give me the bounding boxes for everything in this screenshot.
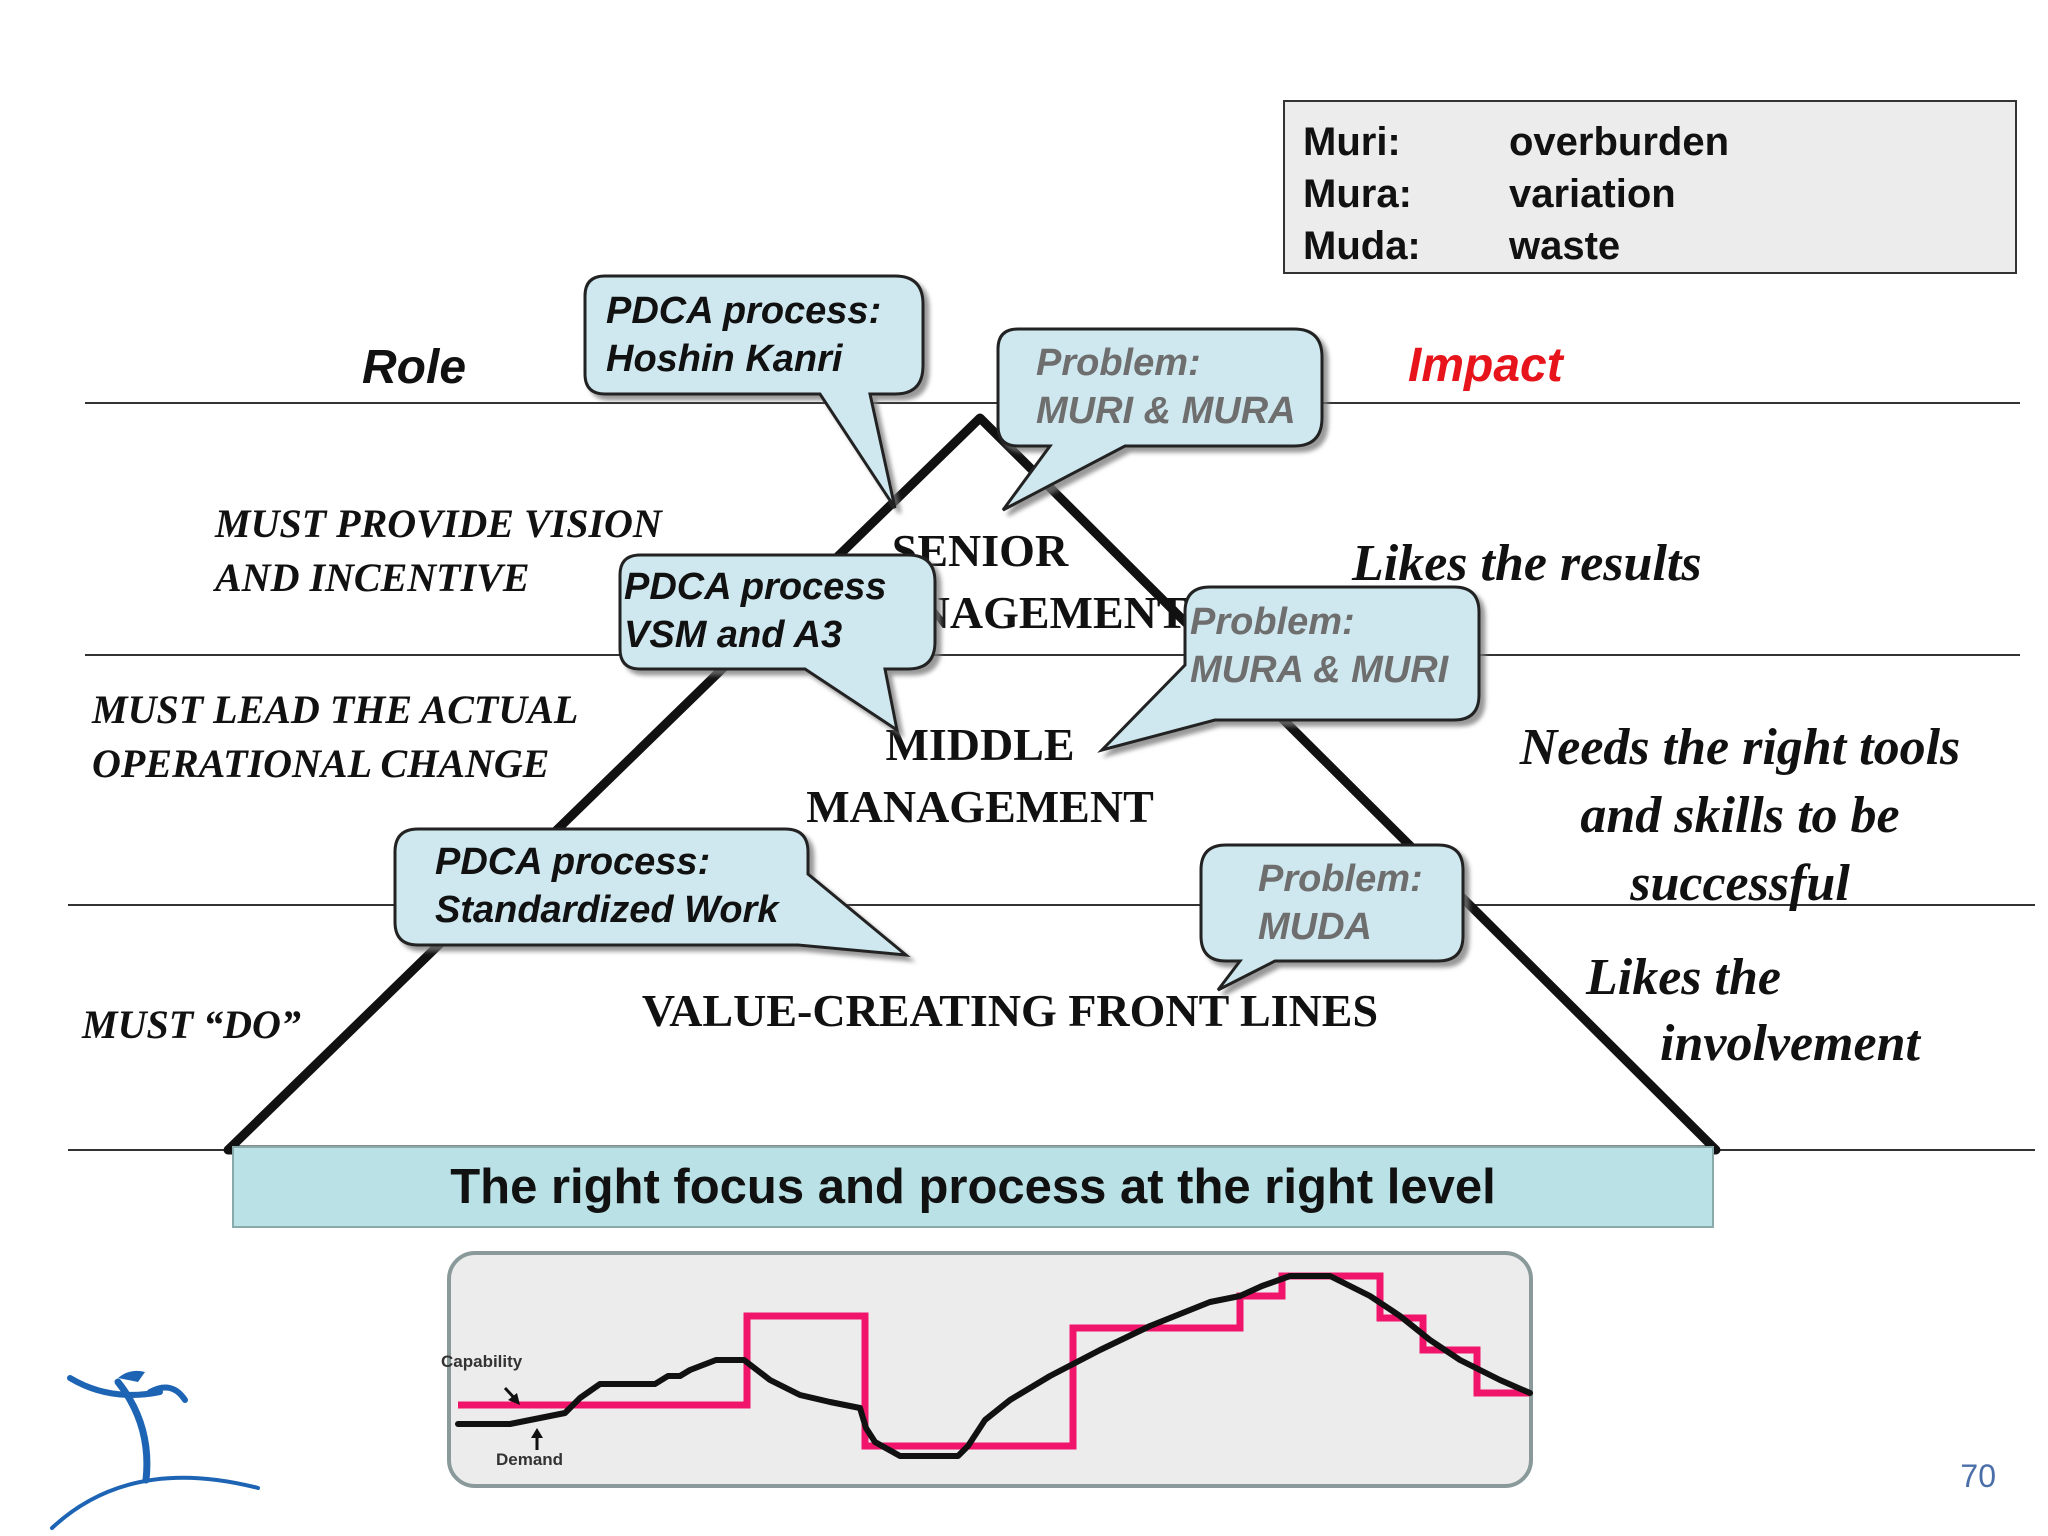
impact-header: Impact	[1408, 339, 1563, 392]
capability-label: Capability	[441, 1352, 523, 1371]
callout-line: VSM and A3	[624, 614, 843, 656]
callout-line: Standardized Work	[435, 889, 779, 931]
callout-pdca-std-text: PDCA process: Standardized Work	[435, 838, 778, 934]
callout-line: MURA & MURI	[1190, 649, 1449, 691]
legend-box: Muri: overburden Mura: variation Muda: w…	[1283, 100, 2017, 274]
legend-definition: variation	[1509, 172, 1676, 216]
role-middle-line: MUST LEAD THE ACTUAL	[92, 687, 579, 732]
legend-definition: waste	[1509, 224, 1621, 268]
demand-arrowhead	[531, 1428, 543, 1438]
legend-definition: overburden	[1509, 120, 1730, 164]
role-header: Role	[362, 341, 467, 394]
level-front: VALUE-CREATING FRONT LINES	[641, 985, 1379, 1036]
callout-problem-front-text: Problem: MUDA	[1258, 855, 1423, 951]
role-senior: MUST PROVIDE VISION AND INCENTIVE	[215, 497, 662, 605]
legend-term: Mura:	[1303, 172, 1412, 216]
impact-middle-line: successful	[1630, 855, 1850, 912]
role-senior-line: AND INCENTIVE	[215, 555, 530, 600]
role-middle-line: OPERATIONAL CHANGE	[92, 741, 550, 786]
callout-line: MUDA	[1258, 906, 1372, 948]
callout-line: Problem:	[1258, 858, 1423, 900]
callout-line: Problem:	[1036, 342, 1201, 384]
callout-pdca-vsm-text: PDCA process VSM and A3	[624, 563, 887, 659]
capability-arrowhead	[508, 1393, 520, 1405]
callout-problem-middle	[1097, 585, 1481, 753]
impact-middle-line: and skills to be	[1580, 787, 1900, 844]
impact-front-line1: Likes the	[1586, 949, 1781, 1006]
demand-line	[455, 1273, 1533, 1459]
page-number: 70	[1960, 1458, 1996, 1494]
callout-pdca-hoshin-text: PDCA process: Hoshin Kanri	[606, 287, 881, 383]
legend-term: Muda:	[1303, 224, 1421, 268]
callout-problem-middle-text: Problem: MURA & MURI	[1190, 598, 1448, 694]
callout-pdca-std	[393, 827, 911, 957]
callout-line: Hoshin Kanri	[606, 338, 843, 380]
impact-middle-line: Needs the right tools	[1519, 719, 1961, 776]
callout-pdca-hoshin	[583, 274, 925, 509]
demand-label: Demand	[496, 1450, 564, 1469]
callout-line: Problem:	[1190, 601, 1355, 643]
callout-problem-senior	[996, 327, 1324, 512]
logo-figure-icon	[50, 1375, 260, 1530]
callout-line: PDCA process:	[606, 290, 882, 332]
level-middle: MIDDLE MANAGEMENT	[770, 714, 1190, 838]
callout-line: MURI & MURA	[1036, 390, 1296, 432]
callout-pdca-vsm	[618, 553, 937, 734]
role-middle: MUST LEAD THE ACTUAL OPERATIONAL CHANGE	[92, 683, 578, 791]
callout-problem-front	[1199, 843, 1465, 992]
logo-head-icon	[118, 1370, 145, 1382]
impact-middle: Needs the right tools and skills to be s…	[1490, 714, 1990, 918]
capability-line	[458, 1272, 1530, 1450]
callout-line: PDCA process	[624, 566, 887, 608]
role-senior-line: MUST PROVIDE VISION	[215, 501, 662, 546]
callout-problem-senior-text: Problem: MURI & MURA	[1036, 339, 1296, 435]
legend-term: Muri:	[1303, 120, 1401, 164]
role-front: MUST “DO”	[82, 1002, 301, 1047]
summary-banner: The right focus and process at the right…	[232, 1146, 1714, 1228]
chart-frame	[447, 1251, 1533, 1488]
impact-senior: Likes the results	[1352, 535, 1702, 592]
level-middle-line: MIDDLE	[885, 719, 1075, 770]
impact-front-line2: involvement	[1660, 1015, 1920, 1072]
level-middle-line: MANAGEMENT	[806, 781, 1154, 832]
callout-line: PDCA process:	[435, 841, 711, 883]
